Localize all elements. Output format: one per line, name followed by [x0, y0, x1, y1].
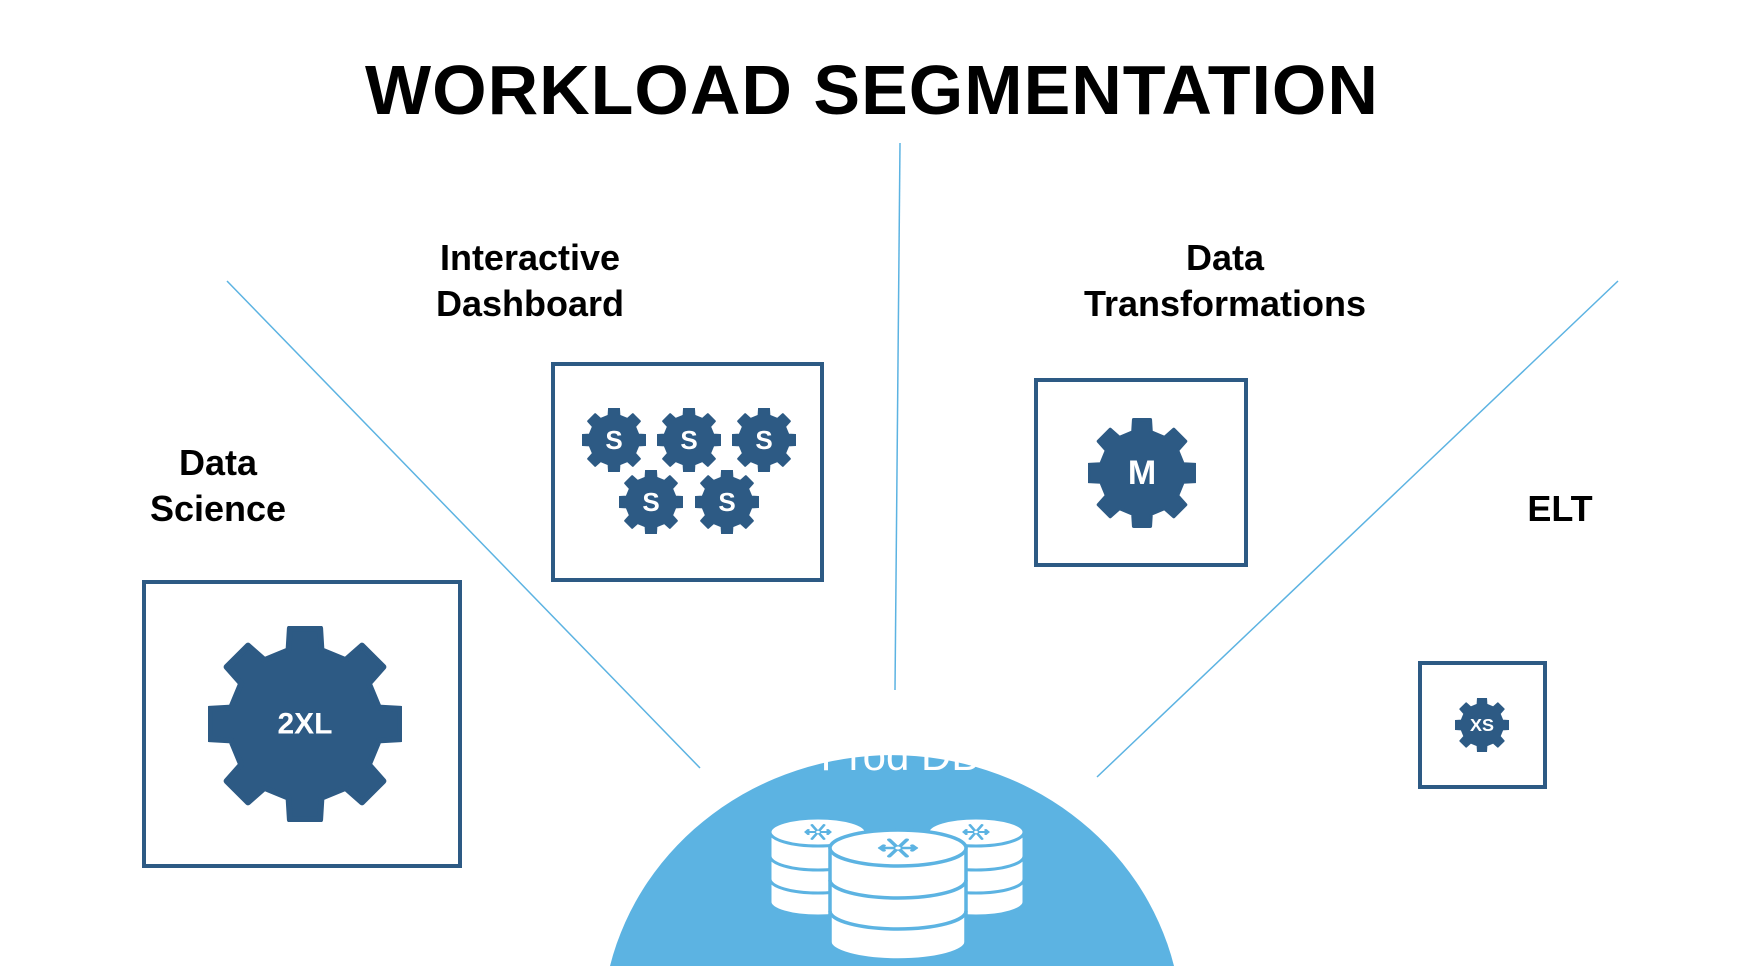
- gear-body: [582, 408, 646, 472]
- divider-line-right: [1096, 280, 1619, 778]
- gear-shape: M: [1088, 418, 1196, 528]
- label-interactive-dashboard: Interactive Dashboard: [400, 235, 660, 327]
- label-data-transformations: Data Transformations: [1060, 235, 1390, 327]
- gear-body: [208, 626, 402, 822]
- gear-icon: S: [657, 408, 721, 472]
- label-line: Dashboard: [435, 283, 625, 324]
- box-elt: XS: [1418, 661, 1547, 789]
- label-data-science: Data Science: [108, 440, 328, 532]
- label-line: Interactive: [439, 237, 621, 278]
- gear-label: S: [642, 487, 659, 517]
- gear-label: 2XL: [278, 708, 333, 741]
- gear-body: [619, 470, 683, 534]
- box-data-transformations: M: [1034, 378, 1248, 567]
- gear-icon: M: [1088, 418, 1196, 528]
- snowflake-database-icon: [770, 816, 1026, 962]
- label-line: Data: [1185, 237, 1265, 278]
- divider-line-center: [894, 142, 901, 691]
- gear-label: M: [1128, 454, 1156, 492]
- gear-shape: S: [582, 408, 646, 472]
- gear-shape: S: [619, 470, 683, 534]
- gear-label: S: [680, 425, 697, 455]
- gear-shape: S: [657, 408, 721, 472]
- gear-shape: 2XL: [208, 626, 402, 822]
- label-line: Science: [149, 488, 287, 529]
- gear-body: [732, 408, 796, 472]
- db-cylinder-front: [828, 828, 968, 962]
- label-line: Transformations: [1083, 283, 1367, 324]
- gear-shape: S: [732, 408, 796, 472]
- gear-body: [695, 470, 759, 534]
- gear-label: XS: [1470, 715, 1494, 735]
- divider-line-left: [226, 280, 701, 769]
- gear-icon: XS: [1455, 698, 1509, 752]
- gear-label: S: [605, 425, 622, 455]
- prod-db-label: Prod DB: [820, 732, 980, 779]
- gear-label: S: [718, 487, 735, 517]
- gear-shape: XS: [1455, 698, 1509, 752]
- gear-icon: S: [582, 408, 646, 472]
- gear-icon: S: [695, 470, 759, 534]
- box-interactive-dashboard: S S S S S: [551, 362, 824, 582]
- gear-icon: S: [732, 408, 796, 472]
- box-data-science: 2XL: [142, 580, 462, 868]
- gear-body: [1088, 418, 1196, 528]
- label-line: ELT: [1527, 488, 1593, 529]
- label-line: Data: [178, 442, 258, 483]
- gear-body: [1455, 698, 1509, 752]
- gear-shape: S: [695, 470, 759, 534]
- label-elt: ELT: [1500, 486, 1620, 532]
- gear-label: S: [755, 425, 772, 455]
- gear-body: [657, 408, 721, 472]
- page-title: WORKLOAD SEGMENTATION: [365, 51, 1379, 129]
- gear-icon: 2XL: [208, 626, 402, 822]
- gear-icon: S: [619, 470, 683, 534]
